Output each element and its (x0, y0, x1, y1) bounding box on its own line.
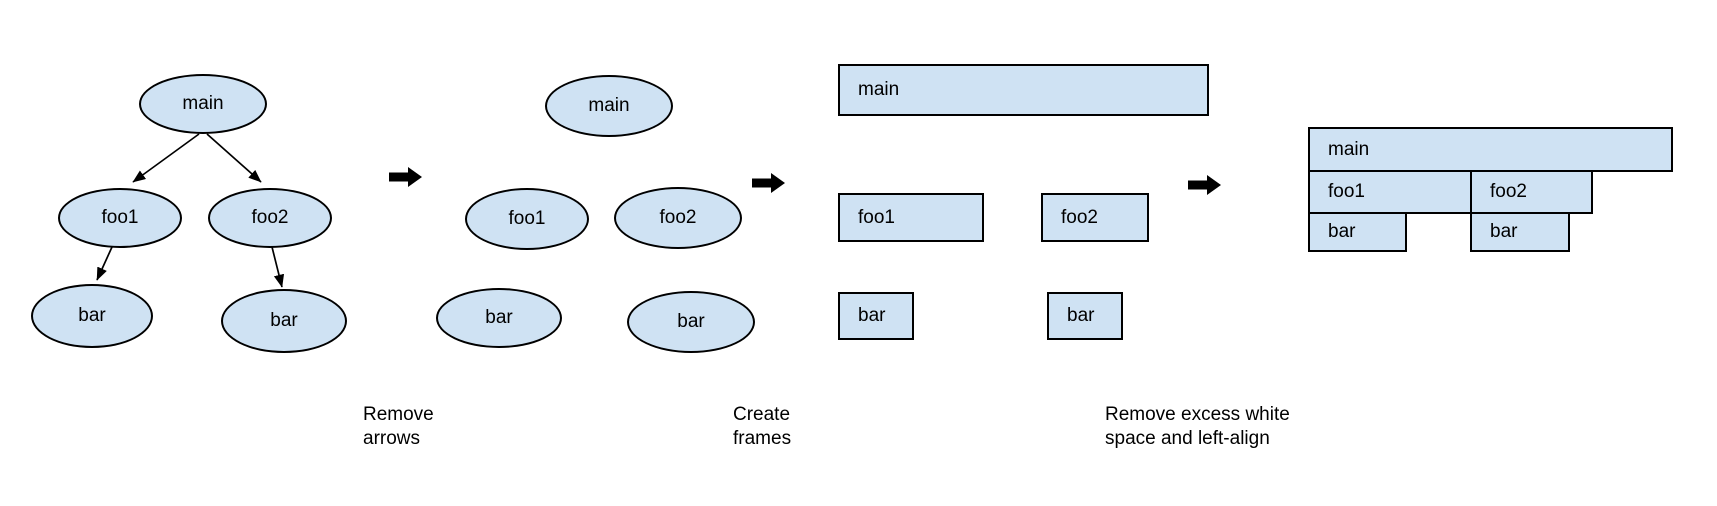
tree-node-bar-left: bar (31, 284, 153, 348)
node-label: foo1 (1328, 181, 1365, 202)
step-caption-remove-whitespace: Remove excess white space and left-align (1105, 403, 1290, 451)
frame-node-main: main (838, 64, 1209, 116)
flame-node-foo2: foo2 (1470, 170, 1593, 214)
node-label: bar (1328, 221, 1356, 242)
node-label: foo1 (508, 208, 546, 229)
node-label: main (1328, 138, 1370, 160)
edge-main-foo2 (206, 133, 262, 183)
edge-main-foo1 (132, 133, 200, 183)
caption-line: arrows (363, 428, 421, 449)
caption-line: space and left-align (1105, 428, 1270, 449)
caption-line: frames (733, 428, 792, 449)
node-label: main (182, 93, 224, 114)
tree-node-main: main (139, 74, 267, 134)
frame-node-foo1: foo1 (838, 193, 984, 242)
node-label: main (858, 79, 900, 100)
node-label: bar (858, 305, 886, 326)
noarrow-node-foo1: foo1 (465, 188, 589, 250)
edge-foo2-bar (271, 246, 285, 288)
edge-foo1-bar (96, 246, 113, 281)
step-arrow-icon (1188, 174, 1222, 196)
node-label: bar (677, 311, 705, 332)
frame-node-bar-right: bar (1047, 292, 1123, 340)
tree-node-foo2: foo2 (208, 188, 332, 248)
node-label: foo1 (858, 206, 895, 228)
node-label: bar (78, 305, 106, 326)
node-label: foo2 (251, 207, 289, 228)
tree-node-foo1: foo1 (58, 188, 182, 248)
noarrow-node-bar-left: bar (436, 288, 562, 348)
step-caption-create-frames: Create frames (733, 403, 791, 451)
noarrow-node-main: main (545, 75, 673, 137)
frame-node-bar-left: bar (838, 292, 914, 340)
step-caption-remove-arrows: Remove arrows (363, 403, 434, 451)
flame-node-bar-right: bar (1470, 212, 1570, 252)
caption-line: Remove excess white (1105, 404, 1290, 425)
flame-node-bar-left: bar (1308, 212, 1407, 252)
caption-line: Create (733, 404, 791, 425)
noarrow-node-bar-right: bar (627, 291, 755, 353)
flame-node-main: main (1308, 127, 1673, 172)
node-label: bar (1490, 221, 1518, 242)
node-label: foo2 (659, 207, 697, 228)
tree-node-bar-right: bar (221, 289, 347, 353)
caption-line: Remove (363, 404, 434, 425)
node-label: bar (270, 310, 298, 331)
node-label: foo1 (101, 207, 139, 228)
node-label: main (588, 95, 630, 116)
frame-node-foo2: foo2 (1041, 193, 1149, 242)
step-arrow-icon (389, 166, 423, 188)
node-label: bar (1067, 305, 1095, 326)
step-arrow-icon (752, 172, 786, 194)
node-label: foo2 (1061, 206, 1098, 228)
node-label: bar (485, 307, 513, 328)
node-label: foo2 (1490, 181, 1527, 202)
flame-node-foo1: foo1 (1308, 170, 1472, 214)
noarrow-node-foo2: foo2 (614, 187, 742, 249)
